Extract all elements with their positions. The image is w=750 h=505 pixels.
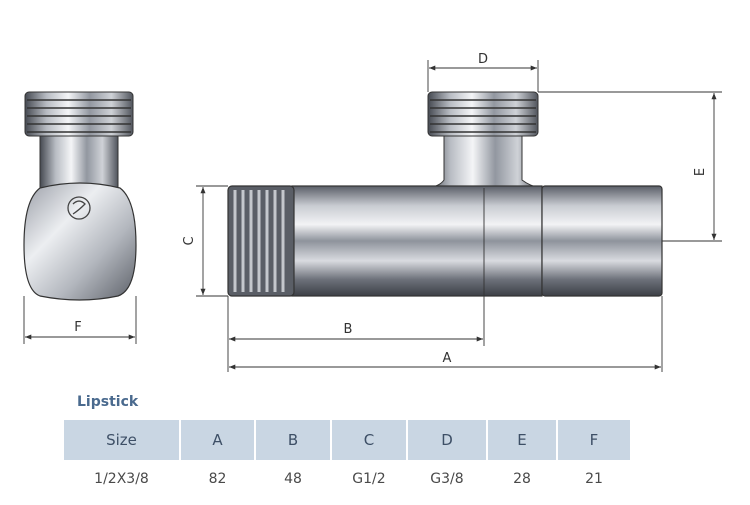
side-view-handle bbox=[23, 182, 137, 301]
dimension-label-e: E bbox=[693, 168, 708, 176]
dimension-label-d: D bbox=[478, 52, 488, 67]
brand-logo-icon bbox=[67, 196, 91, 220]
dimension-label-a: A bbox=[443, 351, 452, 366]
valve-body bbox=[291, 185, 543, 297]
cell-b: 48 bbox=[284, 471, 302, 487]
cell-d: G3/8 bbox=[430, 471, 464, 487]
spec-table: Size A B C D E F 1/2X3/8 82 48 G1/2 G3/8… bbox=[62, 420, 632, 498]
header-e: E bbox=[488, 420, 556, 460]
cell-e: 28 bbox=[513, 471, 531, 487]
valve-cap bbox=[541, 185, 663, 297]
header-d: D bbox=[408, 420, 486, 460]
dimension-label-f: F bbox=[74, 320, 81, 335]
outlet-neck bbox=[427, 135, 541, 189]
cell-a: 82 bbox=[208, 471, 227, 487]
dimension-label-b: B bbox=[344, 322, 353, 337]
header-f: F bbox=[558, 420, 630, 460]
front-view bbox=[227, 91, 663, 297]
header-size: Size bbox=[64, 420, 179, 460]
header-a: A bbox=[181, 420, 254, 460]
cell-c: G1/2 bbox=[352, 471, 386, 487]
side-view-thread bbox=[24, 91, 134, 137]
dimension-lines bbox=[23, 60, 722, 372]
cell-f: 21 bbox=[585, 471, 603, 487]
table-row: 1/2X3/8 82 48 G1/2 G3/8 28 21 bbox=[64, 460, 630, 498]
valve-technical-drawing: D E C B A F bbox=[23, 52, 722, 372]
side-view-neck bbox=[39, 135, 119, 189]
product-name: Lipstick bbox=[77, 394, 139, 410]
spec-table-header-row: Size A B C D E F bbox=[64, 420, 630, 460]
cell-size: 1/2X3/8 bbox=[94, 471, 149, 487]
dimension-label-c: C bbox=[182, 236, 197, 245]
inlet-knurl bbox=[227, 185, 295, 297]
outlet-thread bbox=[427, 91, 539, 137]
header-b: B bbox=[256, 420, 330, 460]
side-view bbox=[23, 91, 137, 301]
header-c: C bbox=[332, 420, 406, 460]
